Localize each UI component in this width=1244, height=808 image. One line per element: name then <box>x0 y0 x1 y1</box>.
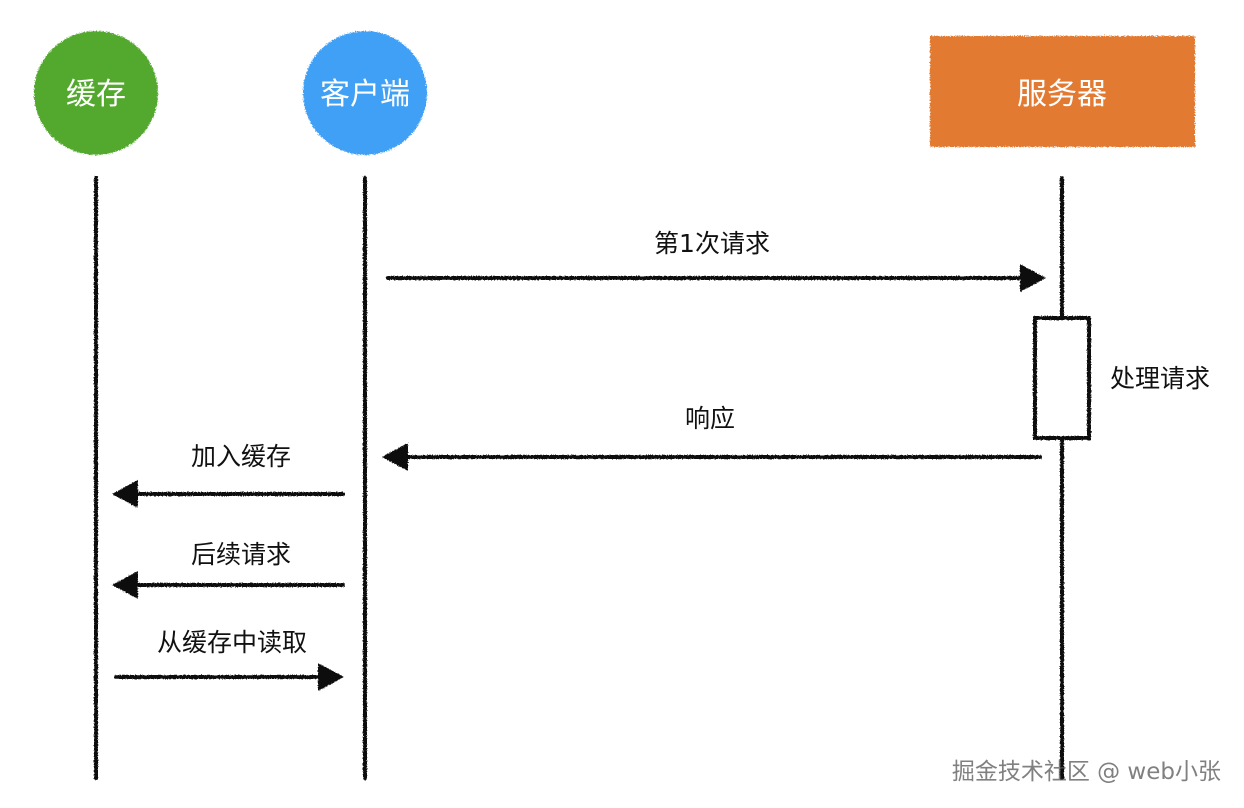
message-1: 第1次请求 <box>386 229 1046 292</box>
cache-node <box>34 31 158 155</box>
participant-cache: 缓存 <box>34 31 158 155</box>
message-5-arrowhead <box>318 663 344 691</box>
client-label: 客户端 <box>320 77 410 112</box>
message-2: 响应 <box>382 404 1042 471</box>
client-node <box>303 31 427 155</box>
message-1-label: 第1次请求 <box>654 229 770 258</box>
activation: 处理请求 <box>1033 316 1210 440</box>
activation-label: 处理请求 <box>1110 364 1210 393</box>
message-5-label: 从缓存中读取 <box>157 628 307 657</box>
activation-box <box>1033 316 1091 440</box>
message-2-arrowhead <box>382 443 408 471</box>
message-4: 后续请求 <box>112 540 345 599</box>
message-1-arrowhead <box>1020 264 1046 292</box>
message-3-arrowhead <box>112 480 138 508</box>
message-4-arrowhead <box>112 571 138 599</box>
message-4-label: 后续请求 <box>191 540 291 569</box>
message-3: 加入缓存 <box>112 442 345 508</box>
participant-server: 服务器 <box>930 36 1195 147</box>
server-label: 服务器 <box>1017 77 1107 112</box>
cache-label: 缓存 <box>66 77 126 112</box>
server-node <box>930 36 1195 147</box>
message-3-label: 加入缓存 <box>191 442 291 471</box>
participant-client: 客户端 <box>303 31 427 155</box>
lifelines <box>94 176 1064 780</box>
message-5: 从缓存中读取 <box>114 628 344 691</box>
message-2-label: 响应 <box>685 404 735 433</box>
watermark: 掘金技术社区 @ web小张 <box>952 759 1221 785</box>
